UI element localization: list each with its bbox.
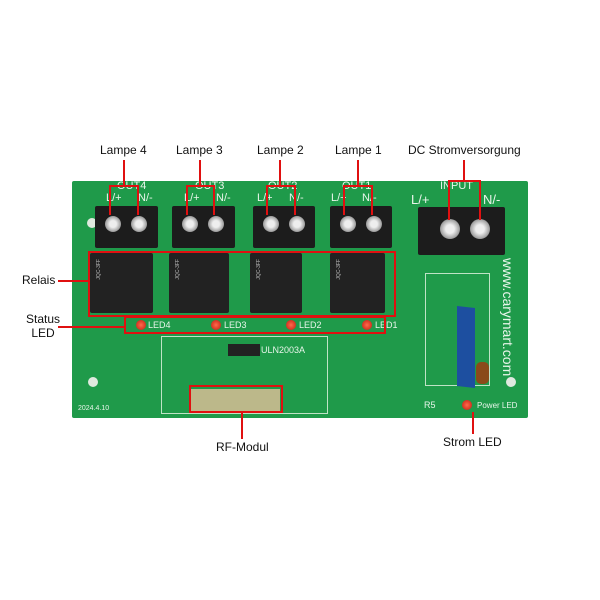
input-label: INPUT	[440, 180, 473, 192]
date-label: 2024.4.10	[78, 405, 110, 412]
relay-2: JQC-3FF	[250, 253, 302, 313]
status-led-1	[362, 320, 372, 330]
led2-label: LED2	[299, 320, 322, 330]
callout-rf-module: RF-Modul	[216, 440, 269, 454]
out2-l-label: L/+	[257, 192, 273, 204]
callout-dc-power: DC Stromversorgung	[408, 143, 521, 157]
lamp2-pointer	[294, 185, 296, 215]
led1-label: LED1	[375, 320, 398, 330]
out3-l-label: L/+	[184, 192, 200, 204]
dc-power-pointer	[448, 180, 481, 182]
power-led-pointer	[472, 412, 474, 434]
dc-power-pointer	[448, 180, 450, 220]
callout-lamp2: Lampe 2	[257, 143, 304, 157]
mount-hole	[506, 377, 516, 387]
website-label: www.carymart.com	[500, 258, 516, 377]
inductor	[476, 362, 489, 384]
out1-n-label: N/-	[362, 192, 377, 204]
status-led-2	[286, 320, 296, 330]
lamp1-pointer	[357, 160, 359, 185]
lamp1-pointer	[343, 185, 373, 187]
lamp3-pointer	[213, 185, 215, 215]
dc-converter-module	[457, 306, 475, 388]
lamp1-pointer	[371, 185, 373, 215]
mount-hole	[88, 377, 98, 387]
rf-module-highlight	[189, 385, 283, 413]
callout-status-led: Status LED	[26, 312, 61, 340]
rf-pointer	[241, 413, 243, 439]
lamp4-pointer	[137, 185, 139, 215]
status-led-highlight	[124, 316, 386, 334]
lamp3-pointer	[199, 160, 201, 185]
r5-label: R5	[424, 400, 436, 410]
callout-lamp1: Lampe 1	[335, 143, 382, 157]
led4-label: LED4	[148, 320, 171, 330]
status-led-4	[136, 320, 146, 330]
callout-lamp4: Lampe 4	[100, 143, 147, 157]
out3-n-label: N/-	[216, 192, 231, 204]
out3-terminal	[172, 206, 235, 248]
chip-label: ULN2003A	[261, 345, 306, 355]
out4-n-label: N/-	[138, 192, 153, 204]
out1-terminal	[330, 206, 392, 248]
lamp1-pointer	[343, 185, 345, 215]
power-led	[462, 400, 472, 410]
out4-l-label: L/+	[106, 192, 122, 204]
lamp4-pointer	[109, 185, 111, 215]
mount-hole	[87, 218, 97, 228]
power-led-label: Power LED	[477, 401, 518, 410]
lamp4-pointer	[109, 185, 139, 187]
lamp3-pointer	[186, 185, 215, 187]
lamp3-pointer	[186, 185, 188, 215]
relays-highlight	[88, 251, 396, 317]
callout-lamp3: Lampe 3	[176, 143, 223, 157]
relays-pointer	[58, 280, 88, 282]
out2-n-label: N/-	[289, 192, 304, 204]
out2-terminal	[253, 206, 315, 248]
lamp2-pointer	[266, 185, 296, 187]
out4-terminal	[95, 206, 158, 248]
lamp2-pointer	[266, 185, 268, 215]
control-area-outline	[161, 336, 328, 414]
lamp2-pointer	[279, 160, 281, 185]
callout-power-led: Strom LED	[443, 435, 502, 449]
uln2003a-chip	[228, 344, 260, 356]
input-l-label: L/+	[411, 192, 430, 207]
dc-power-pointer	[479, 180, 481, 220]
status-led-3	[211, 320, 221, 330]
status-led-pointer	[58, 326, 124, 328]
input-terminal	[418, 207, 505, 255]
relay-1: JQC-3FF	[330, 253, 385, 313]
led3-label: LED3	[224, 320, 247, 330]
out1-l-label: L/+	[331, 192, 347, 204]
input-n-label: N/-	[483, 192, 501, 207]
lamp4-pointer	[123, 160, 125, 185]
dc-power-pointer	[463, 160, 465, 180]
rf-module	[191, 389, 280, 411]
callout-relays: Relais	[22, 273, 56, 287]
relay-4: JQC-3FF	[90, 253, 153, 313]
relay-3: JQC-3FF	[169, 253, 229, 313]
